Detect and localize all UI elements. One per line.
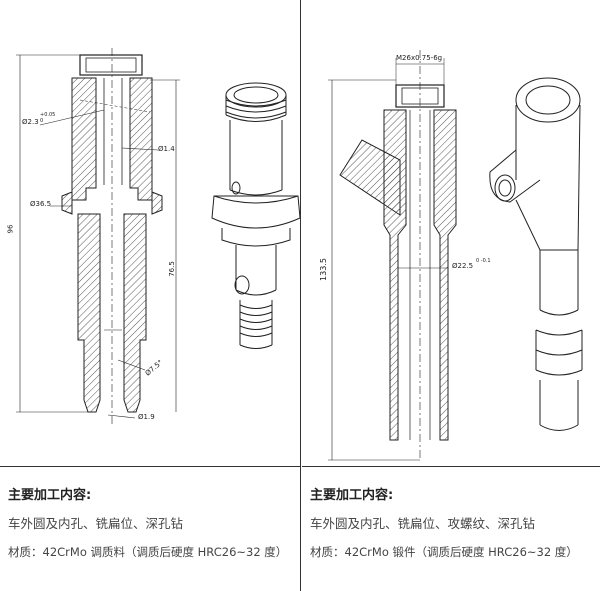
right-text-block: 主要加工内容: 车外圆及内孔、铣扁位、攻螺纹、深孔钻 材质：42CrMo 锻件（… (310, 484, 595, 572)
left-text-block: 主要加工内容: 车外圆及内孔、铣扁位、深孔钻 材质：42CrMo 调质料（调质后… (8, 484, 293, 572)
dim-collar: Ø36.5 (30, 200, 52, 208)
right-section-view (328, 50, 457, 461)
panel-divider (300, 0, 301, 591)
right-heading: 主要加工内容: (310, 488, 394, 503)
right-separator (302, 466, 600, 467)
dim-thread-tol: +0.05 0 (40, 112, 56, 124)
left-info-panel: 主要加工内容: 车外圆及内孔、铣扁位、深孔钻 材质：42CrMo 调质料（调质后… (0, 466, 300, 572)
dim-thread-hole: Ø2.3 (22, 118, 39, 126)
left-material: 材质：42CrMo 调质料（调质后硬度 HRC26~32 度） (8, 545, 288, 559)
dim-tip-hole: Ø1.9 (138, 413, 155, 421)
left-section-view (16, 48, 180, 425)
right-material: 材质：42CrMo 锻件（调质后硬度 HRC26~32 度） (310, 545, 578, 559)
left-isometric-view (211, 82, 301, 349)
left-heading: 主要加工内容: (8, 488, 92, 503)
dim-hole-small: Ø1.4 (158, 145, 175, 153)
right-isometric-view (489, 77, 583, 431)
right-process: 车外圆及内孔、铣扁位、攻螺纹、深孔钻 (310, 516, 536, 531)
dim-bore: Ø22.5 (452, 262, 474, 270)
right-info-panel: 主要加工内容: 车外圆及内孔、铣扁位、攻螺纹、深孔钻 材质：42CrMo 锻件（… (302, 0, 600, 591)
left-separator (0, 466, 300, 467)
dim-bore-tol: 0 -0.1 (476, 258, 491, 264)
left-process: 车外圆及内孔、铣扁位、深孔钻 (8, 516, 184, 531)
dim-thread: M26x0.75-6g (396, 54, 443, 62)
